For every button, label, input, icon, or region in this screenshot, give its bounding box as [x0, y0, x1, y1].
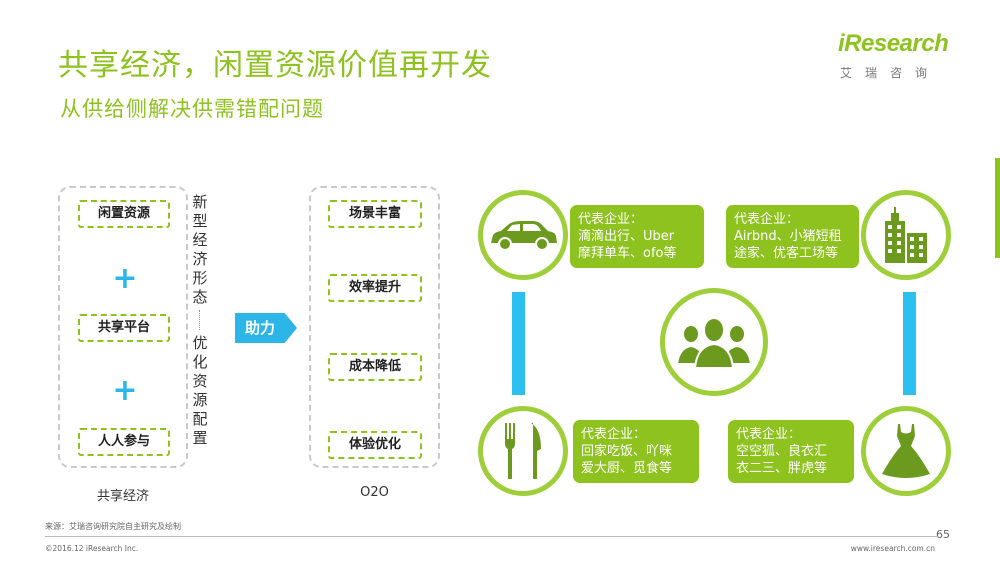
dress-icon: [882, 424, 930, 478]
char: 济: [192, 250, 208, 268]
boost-arrow: 助力: [235, 313, 297, 343]
logo-chinese: 艾瑞咨询: [840, 66, 941, 80]
box-line: 爱大厨、觅食等: [581, 461, 673, 476]
shared-economy-caption: 共享经济: [96, 489, 149, 504]
sharing-platform-pill: 共享平台: [78, 314, 170, 342]
right-blue-bar: [903, 292, 916, 395]
box-title: 代表企业：: [578, 212, 644, 227]
buildings-icon: [885, 207, 927, 263]
shared-economy-box: [58, 186, 188, 468]
char: 源: [192, 391, 208, 409]
box-title: 代表企业：: [581, 427, 647, 442]
experience-pill: 体验优化: [328, 431, 422, 459]
char: 型: [192, 212, 208, 230]
box-line: 摩拜单车、ofo等: [578, 246, 677, 261]
food-companies-box: 代表企业： 回家吃饭、吖咪 爱大厨、觅食等: [573, 420, 699, 483]
page-subtitle: 从供给侧解决供需错配问题: [60, 97, 324, 121]
box-line: 途家、优客工场等: [734, 246, 839, 261]
footer-divider: [45, 536, 938, 537]
char: 配: [192, 410, 208, 428]
box-line: 滴滴出行、Uber: [578, 229, 675, 244]
car-ring: [478, 190, 568, 280]
ride-sharing-companies-box: 代表企业： 滴滴出行、Uber 摩拜单车、ofo等: [570, 205, 704, 268]
logo: iResearch: [838, 30, 949, 57]
box-line: 衣二三、胖虎等: [736, 461, 828, 476]
char: 置: [192, 429, 208, 447]
char: 经: [192, 231, 208, 249]
char: 优: [192, 334, 208, 352]
char: 资: [192, 372, 208, 390]
rich-scenarios-pill: 场景丰富: [328, 200, 422, 228]
efficiency-pill: 效率提升: [328, 274, 422, 302]
lodging-companies-box: 代表企业： Airbnd、小猪短租 途家、优客工场等: [726, 205, 859, 268]
left-blue-bar: [512, 292, 525, 395]
everyone-participates-pill: 人人参与: [78, 428, 170, 456]
clothing-companies-box: 代表企业： 空空狐、良衣汇 衣二三、胖虎等: [728, 420, 854, 483]
plus-icon: +: [112, 373, 138, 408]
box-line: Airbnd、小猪短租: [734, 229, 842, 244]
o2o-caption: O2O: [360, 485, 389, 500]
box-line: 空空狐、良衣汇: [736, 444, 828, 459]
people-group-icon: [675, 317, 753, 369]
box-title: 代表企业：: [736, 427, 802, 442]
page-title: 共享经济，闲置资源价值再开发: [58, 48, 492, 83]
box-line: 回家吃饭、吖咪: [581, 444, 673, 459]
char: 新: [192, 193, 208, 211]
o2o-box: [309, 186, 440, 468]
buildings-ring: [861, 190, 951, 280]
char: 态: [192, 288, 208, 306]
idle-resources-pill: 闲置资源: [78, 200, 170, 228]
fork-knife-icon: [505, 423, 541, 479]
people-ring: [660, 288, 768, 396]
optimize-resources-vertical-text: 优 化 资 源 配 置: [190, 334, 210, 448]
food-ring: [478, 406, 568, 496]
plus-icon: +: [112, 261, 138, 296]
dotted-divider: [199, 310, 200, 330]
source-note: 来源：艾瑞咨询研究院自主研究及绘制: [45, 522, 181, 531]
clothing-ring: [861, 406, 951, 496]
cost-reduction-pill: 成本降低: [328, 353, 422, 381]
new-economy-vertical-text: 新 型 经 济 形 态: [190, 193, 210, 307]
car-icon: [491, 221, 557, 251]
website-link: www.iresearch.com.cn: [850, 544, 935, 553]
copyright: ©2016.12 iResearch Inc.: [45, 544, 139, 553]
page-number: 65: [936, 528, 950, 541]
char: 化: [192, 353, 208, 371]
box-title: 代表企业：: [734, 212, 800, 227]
char: 形: [192, 269, 208, 287]
side-accent-bar: [995, 158, 1000, 258]
